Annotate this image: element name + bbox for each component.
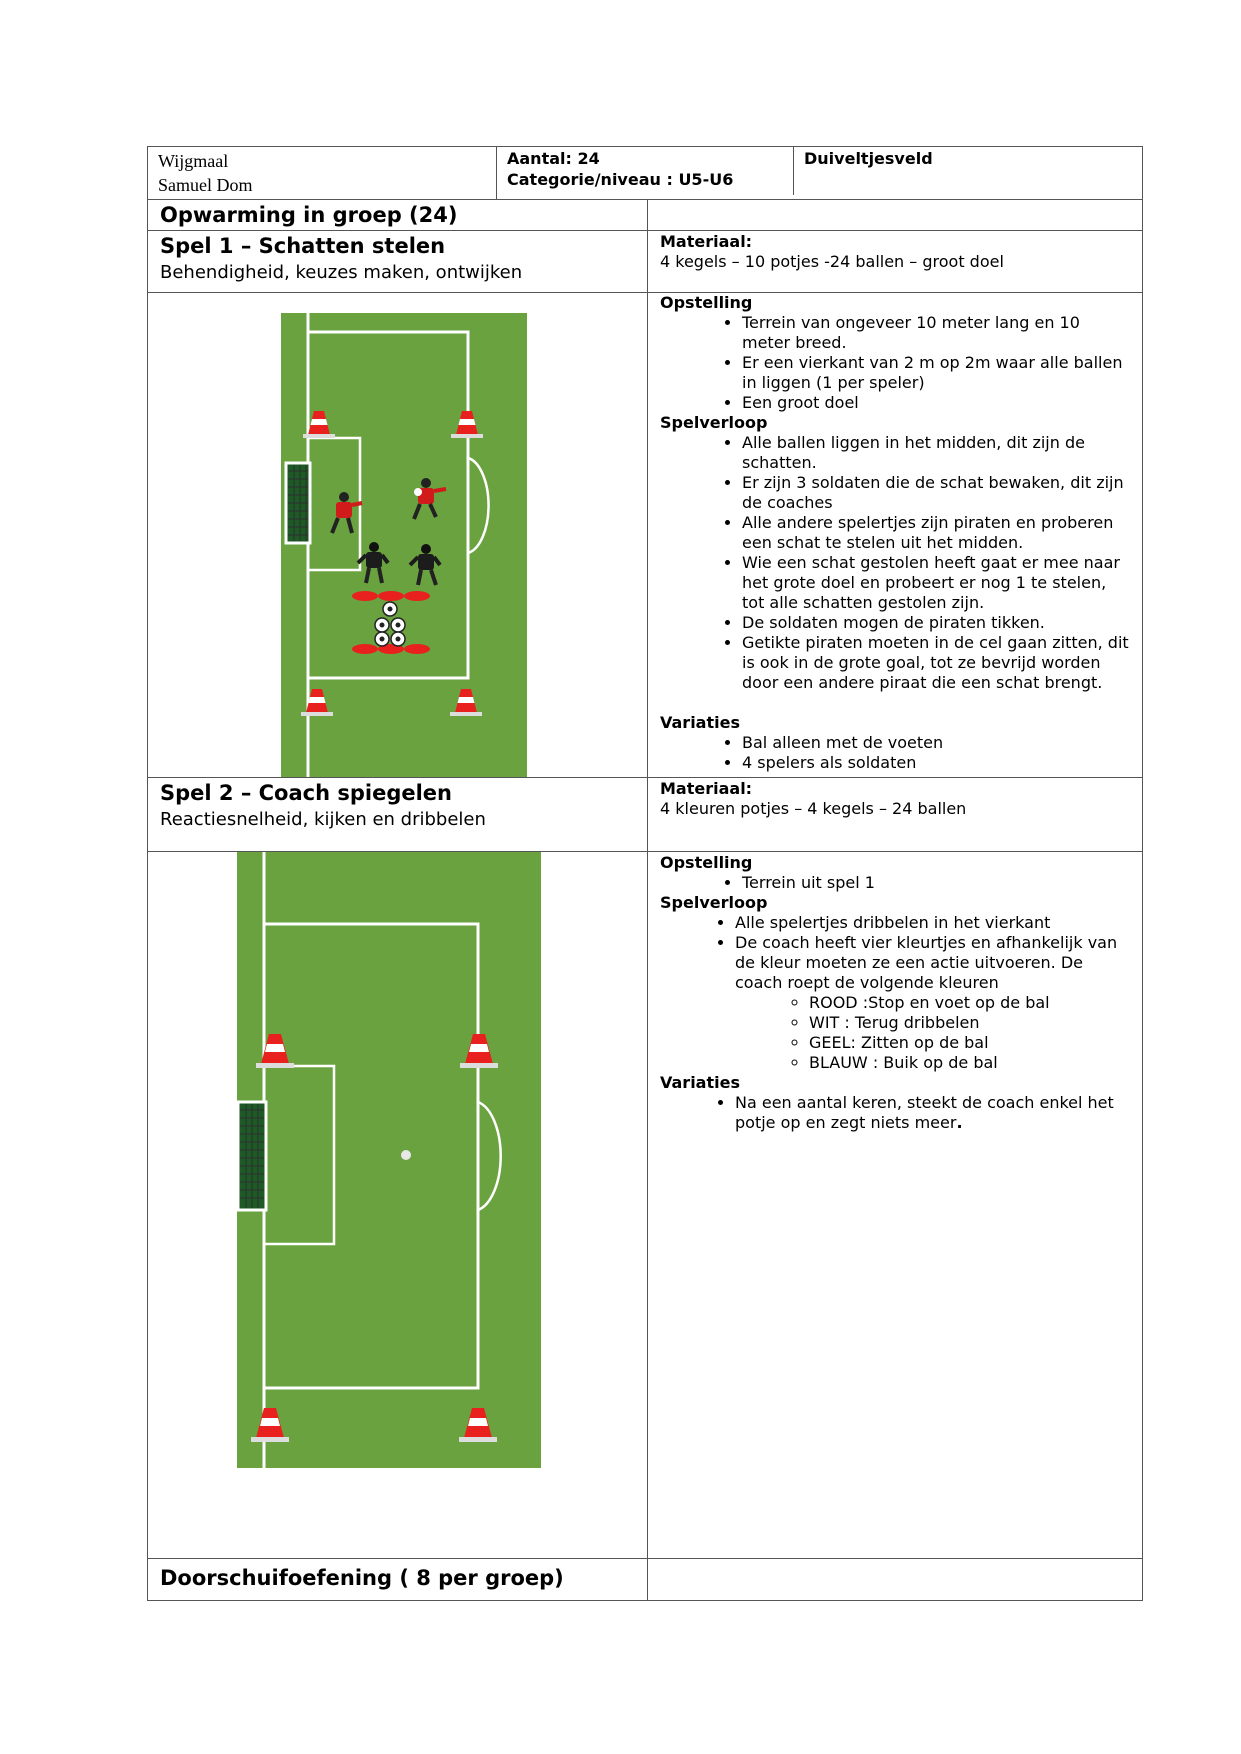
spel2-title-row: Spel 2 – Coach spiegelen Reactiesnelheid… bbox=[147, 777, 1143, 852]
field-cell: Duiveltjesveld bbox=[794, 147, 1143, 195]
spel2-opstelling-list: Terrein uit spel 1 bbox=[660, 873, 1130, 893]
spel1-spelverloop-label: Spelverloop bbox=[660, 413, 768, 432]
header-inner: Aantal: 24 Categorie/niveau : U5-U6 Duiv… bbox=[497, 147, 1142, 195]
variatie-text: Na een aantal keren, steekt de coach enk… bbox=[735, 1093, 1114, 1132]
spel2-title-cell: Spel 2 – Coach spiegelen Reactiesnelheid… bbox=[147, 777, 648, 852]
cone-icon bbox=[301, 689, 333, 716]
session-sheet: Wijgmaal Samuel Dom Aantal: 24 Categorie… bbox=[147, 146, 1143, 1601]
training-table: Wijgmaal Samuel Dom Aantal: 24 Categorie… bbox=[147, 146, 1143, 1601]
list-item: Er zijn 3 soldaten die de schat bewaken,… bbox=[742, 473, 1130, 513]
header-right: Aantal: 24 Categorie/niveau : U5-U6 Duiv… bbox=[496, 146, 1143, 200]
cone-icon bbox=[303, 411, 335, 438]
list-item: Terrein uit spel 1 bbox=[742, 873, 1130, 893]
cone-icon bbox=[251, 1408, 289, 1442]
spel2-pitch-diagram bbox=[236, 852, 541, 1468]
trainer-name: Samuel Dom bbox=[158, 175, 253, 195]
spel1-title-cell: Spel 1 – Schatten stelen Behendigheid, k… bbox=[147, 230, 648, 293]
cone-icon bbox=[460, 1034, 498, 1068]
list-item: Alle ballen liggen in het midden, dit zi… bbox=[742, 433, 1130, 473]
color-item: ROOD :Stop en voet op de bal bbox=[809, 993, 1130, 1013]
cone-icon bbox=[450, 689, 482, 716]
list-item: Een groot doel bbox=[742, 393, 1130, 413]
warmup-title: Opwarming in groep (24) bbox=[160, 203, 458, 227]
player-black-icon bbox=[356, 542, 390, 584]
spel2-title: Spel 2 – Coach spiegelen bbox=[160, 781, 453, 805]
goal-icon bbox=[284, 461, 312, 545]
list-item: Alle andere spelertjes zijn piraten en p… bbox=[742, 513, 1130, 553]
spel2-spelverloop-list: Alle spelertjes dribbelen in het vierkan… bbox=[660, 913, 1130, 1073]
center-spot bbox=[401, 1150, 411, 1160]
spel2-subtitle: Reactiesnelheid, kijken en dribbelen bbox=[160, 809, 486, 830]
cone-icon bbox=[451, 411, 483, 438]
player-black-icon bbox=[408, 544, 442, 586]
color-item: BLAUW : Buik op de bal bbox=[809, 1053, 1130, 1073]
spel1-body-row: Opstelling Terrein van ongeveer 10 meter… bbox=[147, 292, 1143, 778]
spel2-body-row: Opstelling Terrein uit spel 1 Spelverloo… bbox=[147, 851, 1143, 1559]
spel1-materiaal-label: Materiaal: bbox=[660, 232, 753, 251]
spel1-materiaal: 4 kegels – 10 potjes -24 ballen – groot … bbox=[660, 252, 1004, 271]
veld: Duiveltjesveld bbox=[804, 149, 933, 168]
spel1-opstelling-list: Terrein van ongeveer 10 meter lang en 10… bbox=[660, 313, 1130, 413]
spel1-description-cell: Opstelling Terrein van ongeveer 10 meter… bbox=[647, 292, 1143, 778]
list-item: Wie een schat gestolen heeft gaat er mee… bbox=[742, 553, 1130, 613]
count-cell: Aantal: 24 Categorie/niveau : U5-U6 bbox=[497, 147, 794, 195]
player-red-icon bbox=[330, 492, 363, 534]
spel1-variaties-list: Bal alleen met de voeten 4 spelers als s… bbox=[660, 733, 1130, 773]
goal-icon bbox=[236, 1100, 268, 1212]
doorschuif-title: Doorschuifoefening ( 8 per groep) bbox=[160, 1566, 564, 1590]
doorschuif-empty bbox=[647, 1558, 1143, 1601]
color-item: WIT : Terug dribbelen bbox=[809, 1013, 1130, 1033]
list-item-text: De coach heeft vier kleurtjes en afhanke… bbox=[735, 933, 1118, 992]
doorschuif-cell: Doorschuifoefening ( 8 per groep) bbox=[147, 1558, 648, 1601]
spel2-materiaal-cell: Materiaal: 4 kleuren potjes – 4 kegels –… bbox=[647, 777, 1143, 852]
list-item: Er een vierkant van 2 m op 2m waar alle … bbox=[742, 353, 1130, 393]
list-item: Na een aantal keren, steekt de coach enk… bbox=[735, 1093, 1130, 1133]
spel1-opstelling-label: Opstelling bbox=[660, 293, 753, 312]
spel2-variaties-label: Variaties bbox=[660, 1073, 740, 1092]
doorschuif-row: Doorschuifoefening ( 8 per groep) bbox=[147, 1558, 1143, 1601]
club-cell: Wijgmaal Samuel Dom bbox=[147, 146, 497, 200]
spel1-title: Spel 1 – Schatten stelen bbox=[160, 234, 446, 258]
list-item: De coach heeft vier kleurtjes en afhanke… bbox=[735, 933, 1130, 1073]
categorie: Categorie/niveau : U5-U6 bbox=[507, 170, 734, 189]
cone-icon bbox=[459, 1408, 497, 1442]
spel2-spelverloop-label: Spelverloop bbox=[660, 893, 768, 912]
warmup-cell: Opwarming in groep (24) bbox=[147, 199, 648, 231]
list-item: Alle spelertjes dribbelen in het vierkan… bbox=[735, 913, 1130, 933]
list-item: Getikte piraten moeten in de cel gaan zi… bbox=[742, 633, 1130, 693]
spel2-materiaal-label: Materiaal: bbox=[660, 779, 753, 798]
spel2-figure-cell bbox=[147, 851, 648, 1559]
variatie-end: . bbox=[956, 1113, 963, 1132]
ball-icon bbox=[374, 601, 406, 647]
spel2-materiaal: 4 kleuren potjes – 4 kegels – 24 ballen bbox=[660, 799, 967, 818]
list-item: De soldaten mogen de piraten tikken. bbox=[742, 613, 1130, 633]
spel2-opstelling-label: Opstelling bbox=[660, 853, 753, 872]
disc-marker-icon bbox=[352, 591, 430, 654]
kleuren-list: ROOD :Stop en voet op de bal WIT : Terug… bbox=[735, 993, 1130, 1073]
spel1-variaties-label: Variaties bbox=[660, 713, 740, 732]
spel1-materiaal-cell: Materiaal: 4 kegels – 10 potjes -24 ball… bbox=[647, 230, 1143, 293]
spel1-pitch-diagram bbox=[281, 313, 527, 777]
spel2-description-cell: Opstelling Terrein uit spel 1 Spelverloo… bbox=[647, 851, 1143, 1559]
warmup-empty bbox=[647, 199, 1143, 231]
spel1-title-row: Spel 1 – Schatten stelen Behendigheid, k… bbox=[147, 230, 1143, 293]
spel2-variaties-list: Na een aantal keren, steekt de coach enk… bbox=[660, 1093, 1130, 1133]
spel1-spelverloop-list: Alle ballen liggen in het midden, dit zi… bbox=[660, 433, 1130, 693]
header-row: Wijgmaal Samuel Dom Aantal: 24 Categorie… bbox=[147, 146, 1143, 200]
cone-icon bbox=[256, 1034, 294, 1068]
player-red-icon bbox=[412, 478, 447, 520]
spel1-figure-cell bbox=[147, 292, 648, 778]
club-name: Wijgmaal bbox=[158, 151, 229, 171]
spel1-subtitle: Behendigheid, keuzes maken, ontwijken bbox=[160, 262, 523, 283]
list-item: 4 spelers als soldaten bbox=[742, 753, 1130, 773]
list-item: Terrein van ongeveer 10 meter lang en 10… bbox=[742, 313, 1130, 353]
aantal: Aantal: 24 bbox=[507, 149, 600, 168]
warmup-row: Opwarming in groep (24) bbox=[147, 199, 1143, 231]
color-item: GEEL: Zitten op de bal bbox=[809, 1033, 1130, 1053]
pitch-grass bbox=[237, 852, 541, 1468]
list-item: Bal alleen met de voeten bbox=[742, 733, 1130, 753]
